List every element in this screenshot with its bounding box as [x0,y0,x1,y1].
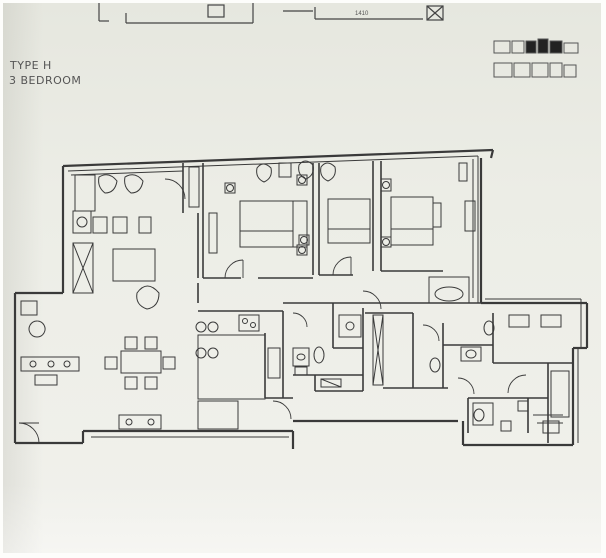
interior-walls [62,161,573,443]
dimension-label: 1410 [355,11,369,17]
unit-type-label: TYPE H [10,59,52,72]
living-area [72,174,160,310]
floor-plan-drawing [13,148,589,449]
bathroom-fixtures [292,276,570,434]
balcony [91,298,582,443]
key-plan-icon [493,38,579,78]
bedroom-count-label: 3 BEDROOM [9,74,82,87]
paper-highlight [3,483,601,553]
kitchen [195,314,281,430]
dining-area [20,300,176,430]
bedroom-2 [296,160,371,256]
master-bedroom [380,162,476,248]
brochure-page: TYPE H 3 BEDROOM 1410 [3,3,601,553]
door-swings [18,178,527,444]
previous-plan-fragment: 1410 [98,3,444,24]
paper-shadow [3,3,43,553]
bedroom-1 [188,162,310,254]
window-wall [67,155,479,303]
